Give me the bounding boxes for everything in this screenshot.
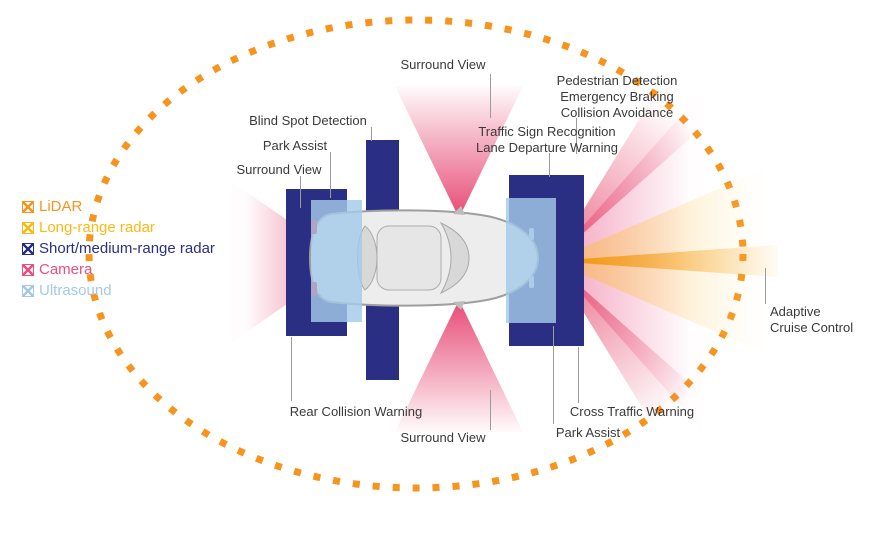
ultrasound-zone-rear (311, 200, 362, 322)
label-blind-spot: Blind Spot Detection (249, 113, 367, 128)
car-mirror-left (453, 206, 465, 215)
legend-label-ultrasound: Ultrasound (39, 282, 112, 299)
legend-label-long-range-radar: Long-range radar (39, 219, 155, 236)
callout-line-adaptive-cruise (765, 268, 766, 304)
label-adaptive: Adaptive (770, 304, 821, 319)
car-top-view (308, 206, 540, 310)
legend-item-long-range-radar: Long-range radar (22, 217, 215, 238)
label-emergency-braking: Emergency Braking (560, 89, 674, 104)
callout-line-pedestrian (576, 118, 577, 154)
callout-line-traffic-sign (549, 153, 550, 177)
legend-item-lidar: LiDAR (22, 196, 215, 217)
callout-line-park-assist-bottom (553, 326, 554, 424)
ultrasound-legend-icon (22, 284, 34, 297)
callout-line-cross-traffic (578, 347, 579, 403)
label-rear-collision: Rear Collision Warning (289, 404, 423, 419)
legend-item-ultrasound: Ultrasound (22, 280, 215, 301)
label-lane-departure-warning: Lane Departure Warning (476, 140, 618, 155)
label-park-assist-left: Park Assist (262, 138, 328, 153)
legend: LiDAR Long-range radar Short/medium-rang… (22, 196, 215, 301)
callout-line-surround-top (490, 74, 491, 118)
label-park-assist-bottom: Park Assist (555, 425, 621, 440)
legend-item-short-medium-radar: Short/medium-range radar (22, 238, 215, 259)
label-collision-avoidance: Collision Avoidance (560, 105, 674, 120)
callout-line-park-assist-left (330, 152, 331, 198)
label-cruise-control: Cruise Control (770, 320, 854, 335)
legend-label-short-medium-radar: Short/medium-range radar (39, 240, 215, 257)
short-medium-radar-legend-icon (22, 242, 34, 255)
callout-line-surround-bottom (490, 390, 491, 430)
label-traffic-sign-recognition: Traffic Sign Recognition (478, 124, 616, 139)
callout-line-rear-collision (291, 337, 292, 401)
car-mirror-right (453, 301, 465, 310)
label-pedestrian-block: Pedestrian Detection Emergency Braking C… (557, 73, 678, 121)
label-adaptive-cruise: Adaptive Cruise Control (770, 304, 853, 336)
legend-item-camera: Camera (22, 259, 215, 280)
car-roof (376, 225, 442, 291)
callout-line-blind-spot (371, 127, 372, 141)
label-surround-view-left: Surround View (236, 162, 322, 177)
legend-label-camera: Camera (39, 261, 93, 278)
callout-line-surround-left (300, 176, 301, 208)
label-traffic-block: Traffic Sign Recognition Lane Departure … (476, 124, 618, 156)
camera-legend-icon (22, 263, 34, 276)
car-windshield (439, 221, 470, 295)
label-surround-view-bottom: Surround View (400, 430, 486, 445)
label-cross-traffic: Cross Traffic Warning (569, 404, 695, 419)
label-surround-view-top: Surround View (400, 57, 486, 72)
lidar-legend-icon (22, 200, 34, 213)
ultrasound-zone-front (506, 198, 556, 323)
label-pedestrian-detection: Pedestrian Detection (556, 73, 678, 88)
legend-label-lidar: LiDAR (39, 198, 83, 215)
long-range-radar-legend-icon (22, 221, 34, 234)
